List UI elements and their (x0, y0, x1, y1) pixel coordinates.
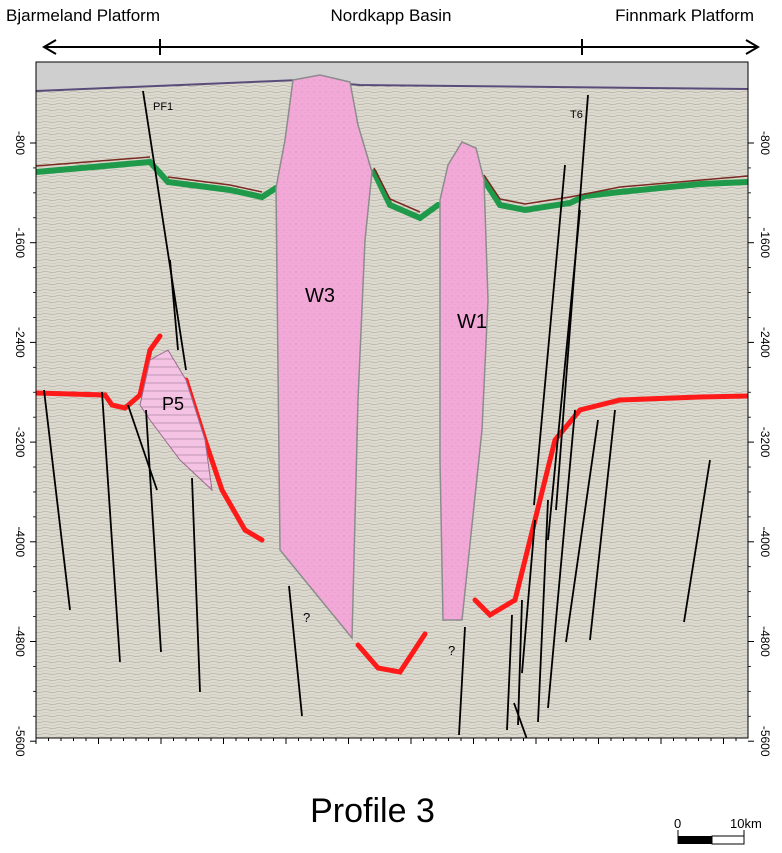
seismic-section: -800-1600-2400-3200-4000-4800-5600 -800-… (13, 61, 772, 757)
section-frame (35, 61, 749, 739)
left-arrowhead (42, 39, 57, 55)
depth-tick-label-left: -4800 (13, 626, 27, 657)
body-label-p5: P5 (162, 394, 184, 414)
right-arrowhead (745, 39, 760, 55)
salt-body-w1 (439, 141, 489, 621)
fault-pf1 (142, 90, 187, 371)
fault-t6 (555, 94, 589, 511)
depth-tick-label-right: -3200 (758, 427, 772, 458)
polygon-p5 (139, 349, 213, 492)
uncertain-mark-left: ? (303, 610, 310, 625)
red-horizon-right (472, 393, 748, 619)
scale-bar-end-label: 10km (730, 816, 762, 831)
region-extent-arrows (42, 39, 760, 55)
red-horizon-left (36, 333, 163, 411)
scale-bar-start-label: 0 (674, 816, 682, 831)
depth-axis-left: -800 -1600 -2400 -3200 -4000 -4800 -5600 (13, 131, 36, 757)
uncertain-mark-right: ? (448, 643, 455, 658)
profile-title: Profile 3 (310, 792, 435, 830)
depth-tick-label-right: -2400 (758, 327, 772, 358)
fault-lines (43, 90, 711, 738)
depth-tick-label-left: -2400 (13, 327, 27, 358)
fault-label-t6: T6 (570, 109, 583, 121)
depth-tick-label-left: -1600 (13, 227, 27, 258)
salt-body-w3 (275, 74, 373, 641)
depth-axis-right: -800 -1600 -2400 -3200 -4000 -4800 -5600 (748, 131, 772, 757)
depth-tick-label-right: -5600 (758, 726, 772, 757)
depth-tick-label-left: -4000 (13, 526, 27, 557)
region-label-finnmark: Finnmark Platform (615, 6, 754, 25)
green-horizon (36, 158, 748, 222)
scale-bar-filled-segment (678, 836, 712, 844)
green-horizon-upper-reflector (36, 156, 748, 213)
region-label-bjarmeland: Bjarmeland Platform (6, 6, 161, 25)
water-column (36, 62, 748, 91)
red-horizon-basin (355, 631, 428, 675)
fault-label-pf1: PF1 (153, 101, 173, 113)
depth-tick-label-left: -3200 (13, 427, 27, 458)
depth-tick-label-left: -5600 (13, 726, 27, 757)
depth-tick-label-left: -800 (13, 131, 27, 155)
horizontal-distance-ticks (35, 738, 737, 744)
body-label-w3: W3 (305, 285, 335, 307)
body-label-w1: W1 (457, 311, 487, 333)
depth-tick-label-right: -4800 (758, 626, 772, 657)
depth-tick-label-right: -1600 (758, 227, 772, 258)
depth-tick-label-right: -800 (758, 131, 772, 155)
depth-tick-label-right: -4000 (758, 526, 772, 557)
scale-bar-empty-segment (711, 835, 745, 845)
